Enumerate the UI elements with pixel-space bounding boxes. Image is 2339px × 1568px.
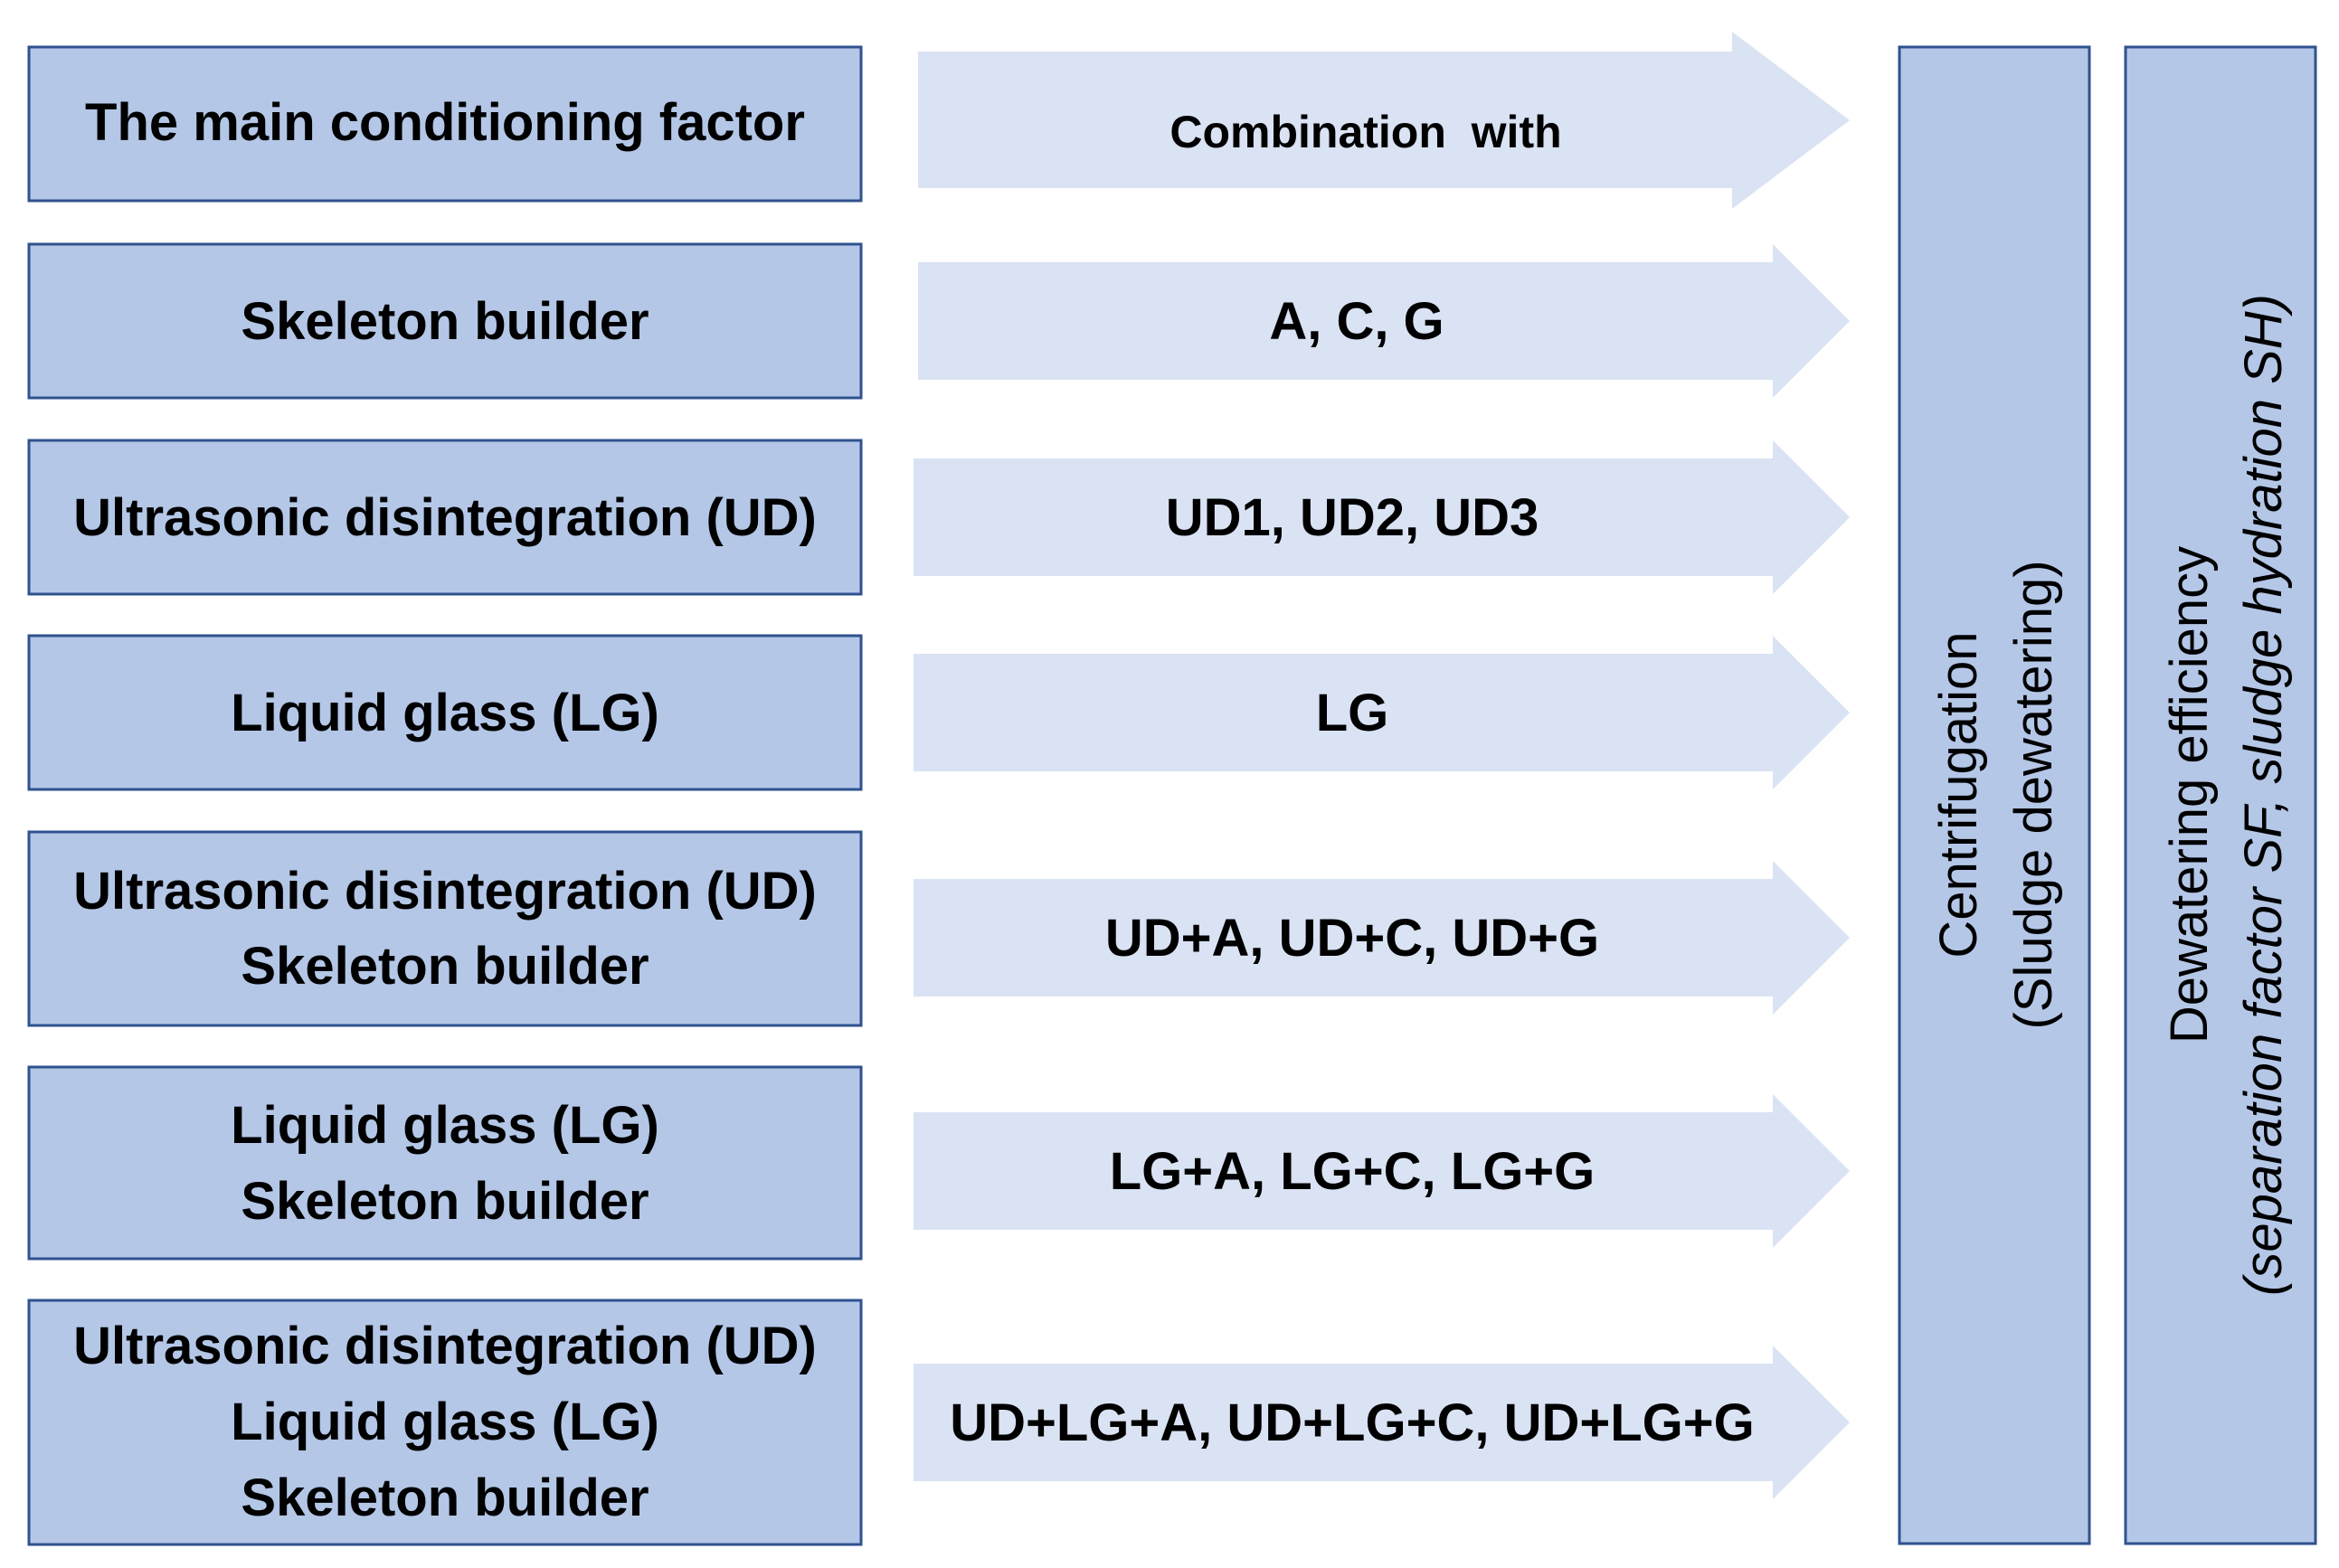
factor-box-ud-lg-skeleton: Ultrasonic disintegration (UD) Liquid gl… — [27, 1299, 863, 1546]
factor-label: Ultrasonic disintegration (UD) — [73, 1317, 817, 1375]
combination-label: LG+A, LG+C, LG+G — [1110, 1142, 1596, 1201]
efficiency-box: Dewatering efficiency (separation factor… — [2124, 45, 2317, 1545]
factor-label: Skeleton builder — [241, 292, 649, 351]
factor-label: Skeleton builder — [241, 937, 649, 996]
factor-label: Liquid glass (LG) — [231, 1096, 659, 1155]
centrifugation-label: Centrifugation — [1929, 631, 1988, 958]
factor-column: The main conditioning factor Skeleton bu… — [27, 45, 863, 1546]
combination-arrow-ud-skeleton: UD+A, UD+C, UD+G — [914, 861, 1850, 1015]
factor-label: Ultrasonic disintegration (UD) — [73, 488, 817, 547]
factor-box-header: The main conditioning factor — [27, 45, 863, 203]
combination-arrow-skeleton-builder: A, C, G — [918, 244, 1850, 398]
factor-box-lg-skeleton: Liquid glass (LG) Skeleton builder — [27, 1065, 863, 1261]
centrifugation-sublabel: (Sludge dewatering) — [2004, 560, 2063, 1029]
factor-box-skeleton-builder: Skeleton builder — [27, 242, 863, 400]
combination-arrow-liquid-glass: LG — [914, 636, 1850, 789]
combination-label: LG — [1316, 684, 1389, 742]
combination-label: Combination with — [1170, 107, 1561, 157]
combination-label: UD+A, UD+C, UD+G — [1105, 909, 1599, 968]
efficiency-label: Dewatering efficiency — [2160, 546, 2219, 1044]
combination-arrow-lg-skeleton: LG+A, LG+C, LG+G — [914, 1094, 1850, 1248]
factor-box-ultrasonic: Ultrasonic disintegration (UD) — [27, 439, 863, 596]
efficiency-sublabel: (separation factor SF, sludge hydration … — [2234, 294, 2293, 1296]
factor-label: Ultrasonic disintegration (UD) — [73, 862, 817, 921]
combination-label: UD+LG+A, UD+LG+C, UD+LG+G — [950, 1393, 1755, 1452]
combination-arrow-ultrasonic: UD1, UD2, UD3 — [914, 440, 1850, 594]
combination-label: UD1, UD2, UD3 — [1166, 488, 1539, 547]
factor-box-liquid-glass: Liquid glass (LG) — [27, 634, 863, 791]
factor-label: The main conditioning factor — [85, 93, 805, 152]
centrifugation-box: Centrifugation (Sludge dewatering) — [1898, 45, 2091, 1545]
combination-arrow-header: Combination with — [918, 32, 1850, 209]
factor-label: Liquid glass (LG) — [231, 1393, 659, 1451]
arrow-column: Combination with A, C, G UD1, UD2, UD3 L… — [914, 32, 1850, 1499]
factor-label: Liquid glass (LG) — [231, 684, 659, 742]
factor-label: Skeleton builder — [241, 1172, 649, 1231]
factor-label: Skeleton builder — [241, 1469, 649, 1527]
combination-label: A, C, G — [1269, 292, 1444, 351]
factor-box-ud-skeleton: Ultrasonic disintegration (UD) Skeleton … — [27, 830, 863, 1027]
combination-arrow-ud-lg-skeleton: UD+LG+A, UD+LG+C, UD+LG+G — [914, 1346, 1850, 1499]
